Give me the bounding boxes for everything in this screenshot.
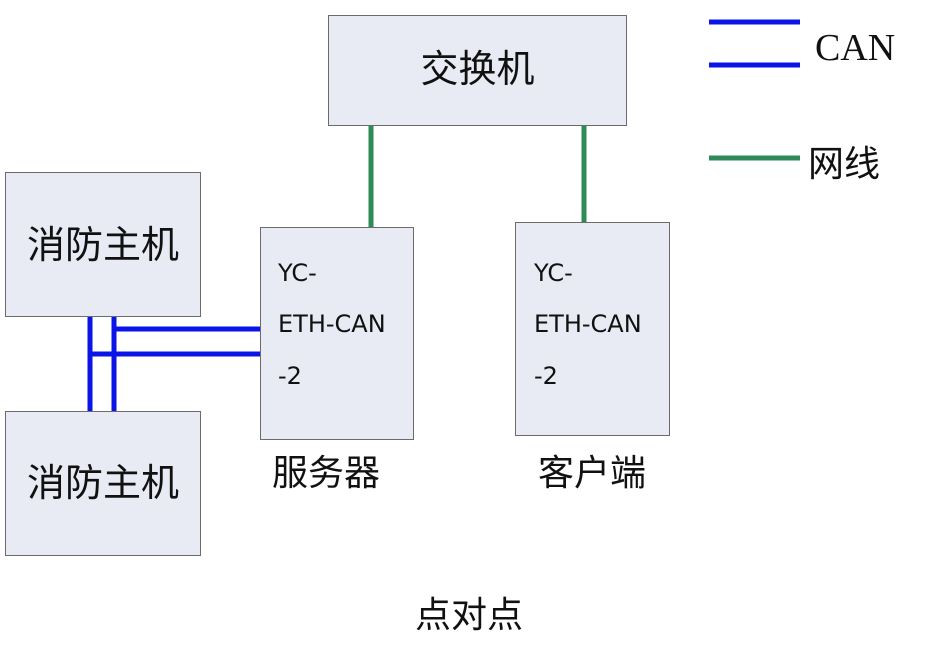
fire-host-label-1: 消防主机	[26, 223, 179, 267]
footer-caption: 点对点	[415, 595, 524, 636]
switch-box: 交换机	[328, 15, 627, 126]
client-device-box: YC- ETH-CAN -2	[515, 222, 670, 436]
client-device-line-3: -2	[534, 362, 558, 390]
server-device-line-2: ETH-CAN	[278, 310, 386, 338]
legend-network-label: 网线	[808, 144, 881, 185]
client-caption: 客户端	[538, 453, 647, 494]
switch-label: 交换机	[420, 47, 535, 91]
server-device-line-1: YC-	[278, 259, 317, 287]
server-caption: 服务器	[272, 453, 381, 494]
server-device-box: YC- ETH-CAN -2	[260, 227, 414, 440]
fire-host-box-1: 消防主机	[5, 172, 201, 317]
legend-can-label: CAN	[815, 27, 896, 69]
client-device-line-2: ETH-CAN	[534, 310, 642, 338]
fire-host-box-2: 消防主机	[5, 411, 201, 556]
server-device-line-3: -2	[278, 362, 302, 390]
fire-host-label-2: 消防主机	[26, 461, 179, 505]
client-device-line-1: YC-	[534, 259, 573, 287]
